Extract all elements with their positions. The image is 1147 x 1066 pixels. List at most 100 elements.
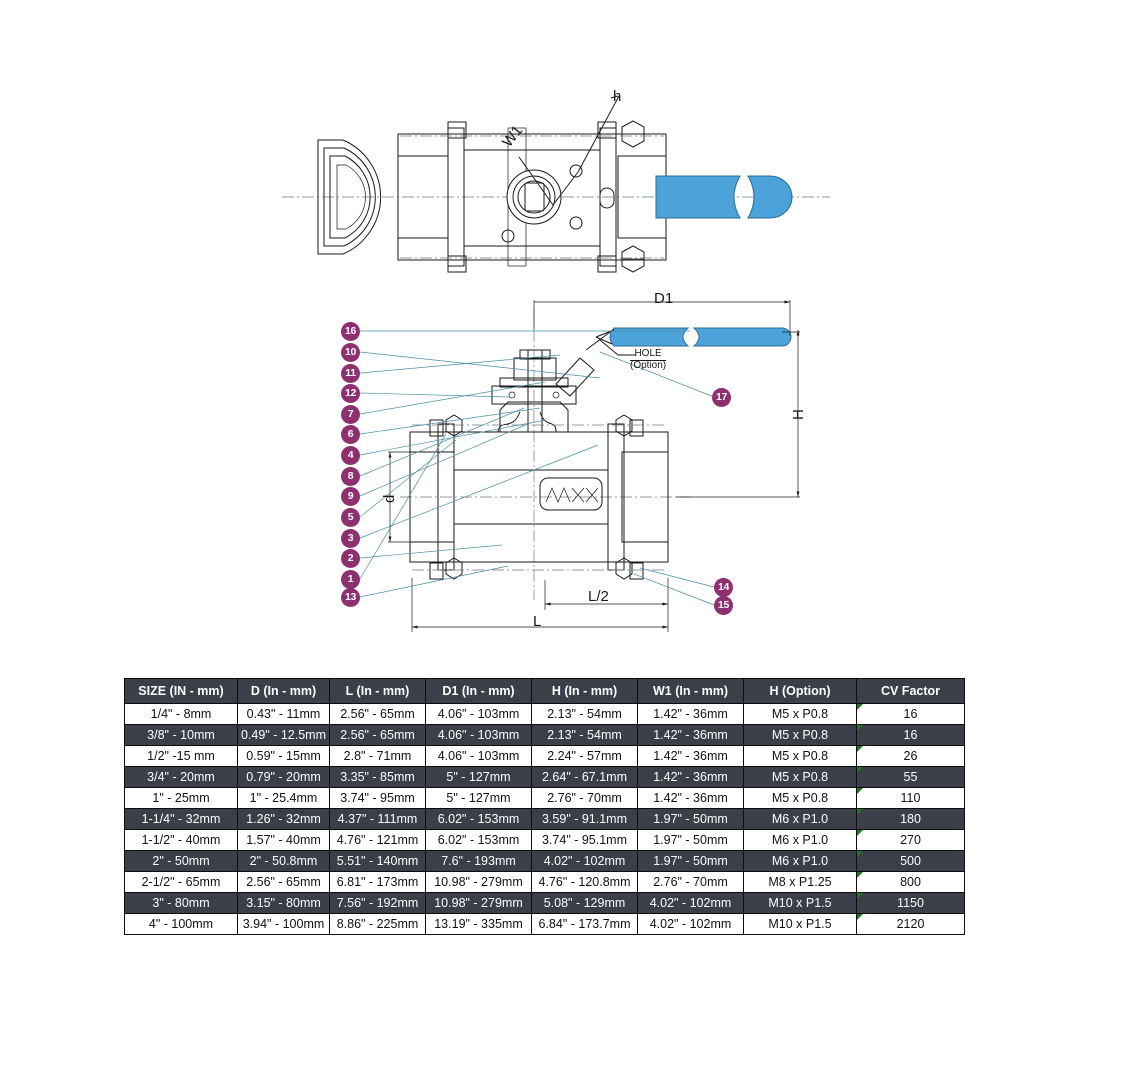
cell-size: 1/4" - 8mm (124, 703, 238, 725)
cell-h: 6.84" - 173.7mm (531, 913, 638, 935)
technical-drawing: .ln { stroke:#1a1a1a; stroke-width:1; fi… (282, 88, 830, 632)
cell-cv: 500 (856, 850, 965, 872)
cell-cv: 800 (856, 871, 965, 893)
cell-l: 5.51" - 140mm (329, 850, 426, 872)
valve-drawing-svg: .ln { stroke:#1a1a1a; stroke-width:1; fi… (282, 95, 830, 632)
cell-d1: 4.06" - 103mm (425, 724, 532, 746)
end-view-profile (317, 139, 382, 255)
callout-bubble-12[interactable]: 12 (341, 384, 360, 403)
table-row: 1/2" -15 mm 0.59" - 15mm 2.8" - 71mm 4.0… (124, 745, 965, 767)
cell-d1: 5" - 127mm (425, 766, 532, 788)
callout-bubble-13[interactable]: 13 (341, 588, 360, 607)
cell-size: 3/8" - 10mm (124, 724, 238, 746)
table-row: 1-1/2" - 40mm 1.57" - 40mm 4.76" - 121mm… (124, 829, 965, 851)
cell-d: 3.94" - 100mm (237, 913, 330, 935)
callout-bubble-15[interactable]: 15 (714, 596, 733, 615)
callout-bubble-6[interactable]: 6 (341, 425, 360, 444)
callout-bubble-16[interactable]: 16 (341, 322, 360, 341)
cell-h: 2.24" - 57mm (531, 745, 638, 767)
cell-h-option: M6 x P1.0 (743, 850, 857, 872)
cell-w1: 1.97" - 50mm (637, 808, 744, 830)
callout-bubble-17[interactable]: 17 (712, 388, 731, 407)
cell-h-option: M10 x P1.5 (743, 913, 857, 935)
cell-d1: 5" - 127mm (425, 787, 532, 809)
cell-w1: 1.42" - 36mm (637, 766, 744, 788)
col-header-cv: CV Factor (856, 678, 965, 704)
cell-size: 3/4" - 20mm (124, 766, 238, 788)
cell-cv: 1150 (856, 892, 965, 914)
cell-h-option: M6 x P1.0 (743, 808, 857, 830)
callout-leaders-left (359, 330, 690, 598)
cell-cv: 55 (856, 766, 965, 788)
cell-cv-value: 110 (900, 791, 921, 805)
cell-d: 0.79" - 20mm (237, 766, 330, 788)
callout-bubble-5[interactable]: 5 (341, 508, 360, 527)
table-row: 3/8" - 10mm 0.49" - 12.5mm 2.56" - 65mm … (124, 724, 965, 746)
callout-bubble-3[interactable]: 3 (341, 529, 360, 548)
col-header-l: L (In - mm) (329, 678, 426, 704)
cell-size: 2-1/2" - 65mm (124, 871, 238, 893)
table-row: 1" - 25mm 1" - 25.4mm 3.74" - 95mm 5" - … (124, 787, 965, 809)
callout-bubble-10[interactable]: 10 (341, 343, 360, 362)
callout-bubble-2[interactable]: 2 (341, 549, 360, 568)
cell-h: 2.64" - 67.1mm (531, 766, 638, 788)
cell-d: 1" - 25.4mm (237, 787, 330, 809)
error-flag-icon (857, 746, 863, 752)
col-header-h: H (In - mm) (531, 678, 638, 704)
cell-cv-value: 2120 (896, 917, 925, 931)
dim-label-l: L (533, 613, 542, 630)
cell-d1: 13.19" - 335mm (425, 913, 532, 935)
cell-h: 3.59" - 91.1mm (531, 808, 638, 830)
cell-h-option: M10 x P1.5 (743, 892, 857, 914)
cell-h-option: M6 x P1.0 (743, 829, 857, 851)
cell-cv-value: 26 (903, 749, 918, 763)
error-flag-icon (857, 809, 863, 815)
hole-note-line1: HOLE (630, 348, 667, 361)
cell-d1: 10.98" - 279mm (425, 871, 532, 893)
callout-bubble-14[interactable]: 14 (714, 578, 733, 597)
table-header-row: SIZE (IN - mm) D (In - mm) L (In - mm) D… (124, 678, 965, 704)
table-body: 1/4" - 8mm 0.43" - 11mm 2.56" - 65mm 4.0… (124, 703, 965, 935)
cell-cv-value: 500 (900, 854, 921, 868)
error-flag-icon (857, 767, 863, 773)
cell-d1: 4.06" - 103mm (425, 703, 532, 725)
cell-l: 8.86" - 225mm (329, 913, 426, 935)
callout-bubble-1[interactable]: 1 (341, 570, 360, 589)
dim-label-d: d (381, 494, 398, 503)
cell-h: 4.02" - 102mm (531, 850, 638, 872)
handle-side-view (555, 327, 792, 397)
cell-cv-value: 800 (900, 875, 921, 889)
side-view-bolts (412, 414, 666, 580)
table-row: 3" - 80mm 3.15" - 80mm 7.56" - 192mm 10.… (124, 892, 965, 914)
callout-bubble-9[interactable]: 9 (341, 487, 360, 506)
cell-d: 0.43" - 11mm (237, 703, 330, 725)
cell-l: 3.74" - 95mm (329, 787, 426, 809)
cell-d1: 7.6" - 193mm (425, 850, 532, 872)
cell-w1: 1.42" - 36mm (637, 745, 744, 767)
table-row: 2-1/2" - 65mm 2.56" - 65mm 6.81" - 173mm… (124, 871, 965, 893)
cell-l: 6.81" - 173mm (329, 871, 426, 893)
cell-w1: 1.42" - 36mm (637, 724, 744, 746)
handle-top-view (655, 175, 793, 219)
cell-size: 2" - 50mm (124, 850, 238, 872)
table-row: 3/4" - 20mm 0.79" - 20mm 3.35" - 85mm 5"… (124, 766, 965, 788)
dim-label-h: H (790, 409, 807, 420)
cell-w1: 1.42" - 36mm (637, 787, 744, 809)
cell-cv-value: 16 (903, 728, 918, 742)
specification-table: SIZE (IN - mm) D (In - mm) L (In - mm) D… (124, 678, 965, 935)
callout-bubble-7[interactable]: 7 (341, 405, 360, 424)
cell-size: 1-1/2" - 40mm (124, 829, 238, 851)
callout-bubble-11[interactable]: 11 (341, 364, 360, 383)
cell-w1: 4.02" - 102mm (637, 892, 744, 914)
cell-d: 0.49" - 12.5mm (237, 724, 330, 746)
callout-bubble-8[interactable]: 8 (341, 467, 360, 486)
callout-bubble-4[interactable]: 4 (341, 446, 360, 465)
cell-size: 1" - 25mm (124, 787, 238, 809)
cell-l: 2.56" - 65mm (329, 703, 426, 725)
cell-cv: 26 (856, 745, 965, 767)
cell-h: 2.13" - 54mm (531, 724, 638, 746)
cell-cv-value: 55 (903, 770, 918, 784)
cell-w1: 1.97" - 50mm (637, 829, 744, 851)
cell-l: 2.56" - 65mm (329, 724, 426, 746)
